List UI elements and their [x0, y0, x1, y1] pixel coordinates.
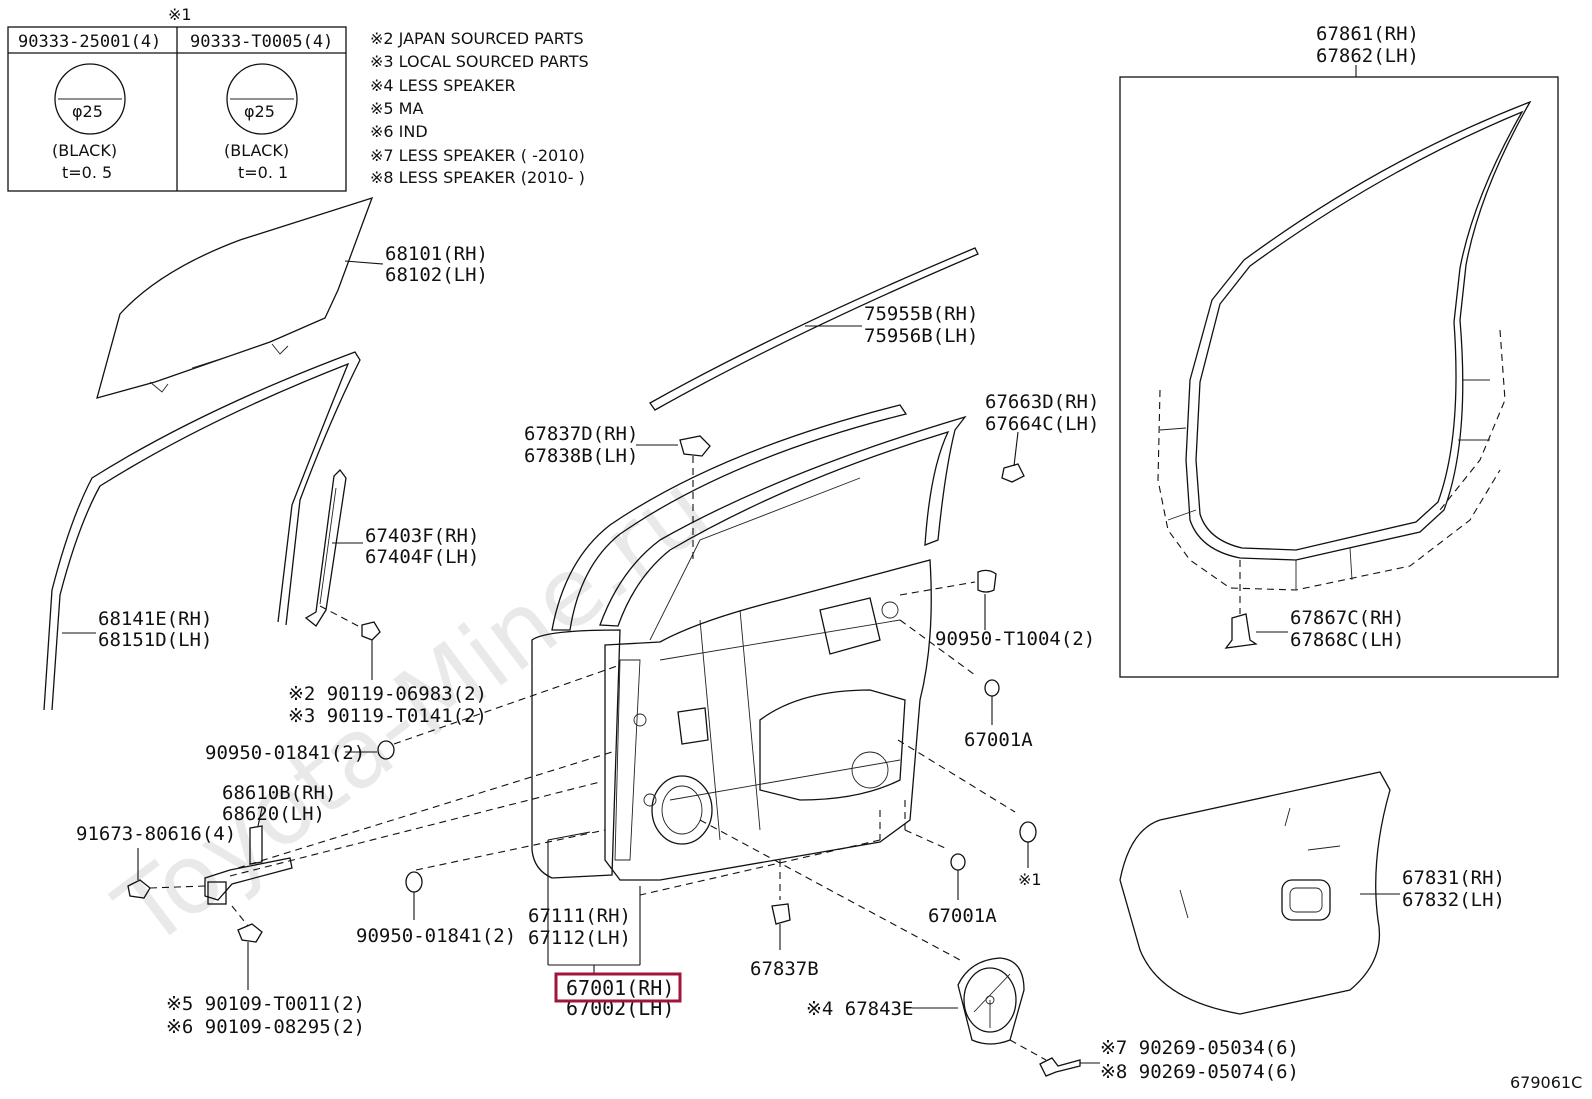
clip-icon: [1001, 431, 1025, 483]
legend-col2-header: 90333-T0005(4): [190, 32, 333, 52]
part-label[interactable]: 91673-80616(4): [76, 823, 236, 845]
legend-col1-color: (BLACK): [52, 141, 117, 160]
part-label[interactable]: 67404F(LH): [365, 546, 479, 568]
part-label[interactable]: 67838B(LH): [524, 445, 638, 467]
part-label[interactable]: 90950-T1004(2): [935, 628, 1095, 650]
part-label[interactable]: ※4 67843E: [806, 998, 913, 1020]
part-label[interactable]: 68101(RH): [385, 243, 488, 265]
clip-icon: [636, 435, 711, 560]
note-item: ※3 LOCAL SOURCED PARTS: [370, 52, 589, 71]
door-panel: [531, 559, 932, 881]
part-label[interactable]: 68620(LH): [222, 803, 325, 825]
bolt-icon: [231, 905, 263, 990]
part-label[interactable]: 67832(LH): [1402, 889, 1505, 911]
clip-icon: [771, 903, 791, 950]
part-label[interactable]: 67663D(RH): [985, 391, 1099, 413]
clip-icon: [977, 569, 997, 630]
belt-molding: [649, 247, 979, 411]
rear-channel: [304, 469, 347, 627]
diagram-code: 679061C: [1510, 1073, 1582, 1092]
selection-highlight: [554, 972, 682, 1003]
clip-icon: [345, 664, 621, 760]
legend-col2-color: (BLACK): [224, 141, 289, 160]
legend-table: ※1 90333-25001(4) 90333-T0005(4) φ25 (BL…: [7, 5, 347, 192]
part-label[interactable]: 90950-01841(2): [205, 742, 365, 764]
door-frame: [551, 404, 967, 641]
note-item: ※2 JAPAN SOURCED PARTS: [370, 29, 584, 48]
part-label[interactable]: 67403F(RH): [365, 525, 479, 547]
plug-icon: [950, 853, 966, 871]
plug-icon: [1019, 821, 1037, 843]
legend-col2-dia: φ25: [244, 102, 275, 121]
washer-icon: [226, 63, 298, 135]
part-label[interactable]: 75955B(RH): [864, 303, 978, 325]
note-item: ※4 LESS SPEAKER: [370, 76, 516, 95]
service-hole-cover: [1119, 771, 1391, 1015]
part-label[interactable]: 67868C(LH): [1290, 629, 1404, 651]
part-label[interactable]: ※1: [1018, 870, 1042, 889]
part-label[interactable]: ※8 90269-05074(6): [1100, 1061, 1299, 1083]
part-label[interactable]: 67001A: [928, 905, 997, 927]
rivet-icon: [1009, 1039, 1100, 1077]
notes-list: ※2 JAPAN SOURCED PARTS ※3 LOCAL SOURCED …: [370, 29, 589, 187]
part-label[interactable]: 67664C(LH): [985, 413, 1099, 435]
part-label[interactable]: ※5 90109-T0011(2): [166, 993, 365, 1015]
part-label[interactable]: 68151D(LH): [98, 629, 212, 651]
part-label-highlighted[interactable]: 67001(RH): [566, 976, 674, 1000]
bolt-icon: [319, 605, 381, 680]
part-label[interactable]: ※2 90119-06983(2): [288, 683, 487, 705]
washer-icon: [54, 63, 126, 135]
part-label[interactable]: 67837B: [750, 958, 819, 980]
legend-col1-header: 90333-25001(4): [18, 32, 161, 52]
note-item: ※8 LESS SPEAKER (2010- ): [370, 168, 585, 187]
note-item: ※6 IND: [370, 122, 428, 141]
hinge: [204, 807, 293, 905]
part-label[interactable]: 67837D(RH): [524, 423, 638, 445]
bolt-icon: [127, 848, 206, 899]
legend-col1-dia: φ25: [72, 102, 103, 121]
part-label[interactable]: 67111(RH): [528, 905, 631, 927]
plug-icon: [984, 679, 1000, 697]
part-label[interactable]: 90950-01841(2): [356, 925, 516, 947]
part-label[interactable]: ※6 90109-08295(2): [166, 1016, 365, 1038]
part-label[interactable]: 75956B(LH): [864, 325, 978, 347]
part-label[interactable]: 67867C(RH): [1290, 607, 1404, 629]
part-label[interactable]: 67831(RH): [1402, 867, 1505, 889]
door-glass: [96, 196, 384, 399]
part-label[interactable]: 67862(LH): [1316, 45, 1419, 67]
part-label[interactable]: ※7 90269-05034(6): [1100, 1037, 1299, 1059]
part-label[interactable]: 67112(LH): [528, 927, 631, 949]
part-label[interactable]: 68610B(RH): [222, 782, 336, 804]
part-label[interactable]: 67001A: [964, 729, 1033, 751]
speaker-spacer: [957, 957, 1025, 1045]
legend-mark: ※1: [168, 5, 192, 24]
weatherstrip-box: [1119, 65, 1559, 678]
part-label[interactable]: 68102(LH): [385, 264, 488, 286]
part-label[interactable]: 68141E(RH): [98, 608, 212, 630]
part-label[interactable]: 67861(RH): [1316, 23, 1419, 45]
note-item: ※7 LESS SPEAKER ( -2010): [370, 146, 585, 165]
legend-col1-thick: t=0. 5: [62, 163, 112, 182]
clip-icon: [405, 871, 423, 920]
legend-col2-thick: t=0. 1: [238, 163, 288, 182]
note-item: ※5 MA: [370, 99, 423, 118]
part-label[interactable]: ※3 90119-T0141(2): [288, 705, 487, 727]
glass-run-channel: [43, 351, 361, 711]
